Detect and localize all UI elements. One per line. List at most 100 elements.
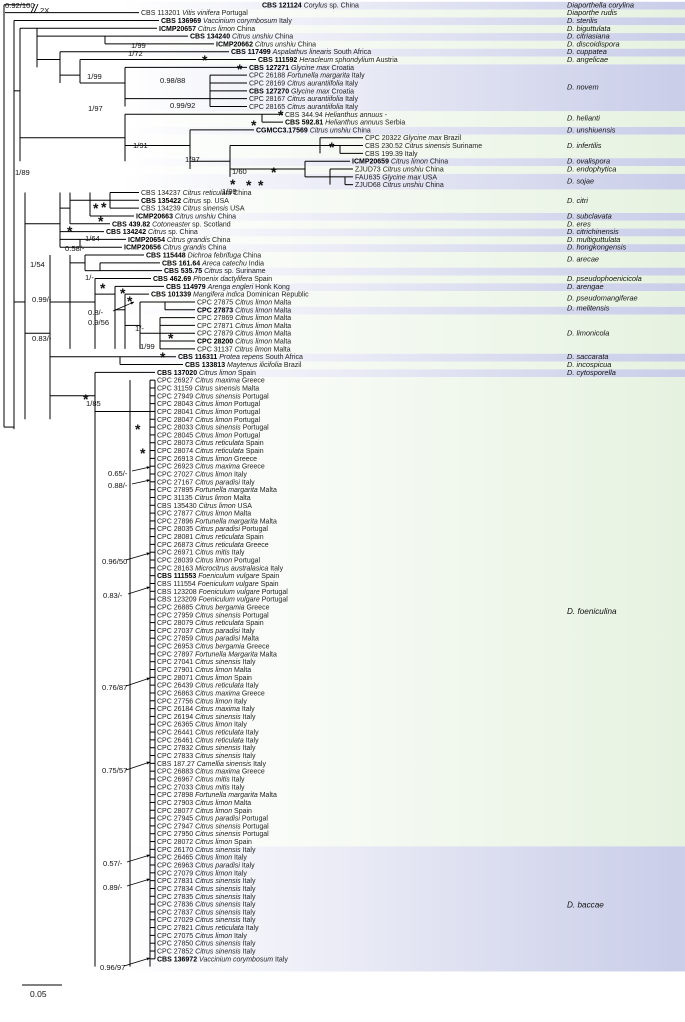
taxon-label: CPC 26461 Citrus reticulata Italy: [157, 737, 259, 744]
clade-name: D. endophytica: [567, 165, 616, 174]
taxon-label: CPC 28163 Microcitrus australasica Italy: [157, 565, 284, 572]
taxon-label: CPC 28035 Citrus paradisi Portugal: [157, 526, 268, 533]
taxon-label: CPC 27831 Citrus sinensis Italy: [157, 878, 256, 885]
taxon-label: CPC 27837 Citrus sinensis Italy: [157, 909, 256, 916]
taxon-label: CBS 134239 Citrus sinensis USA: [141, 206, 245, 213]
taxon-label: CPC 26184 Citrus maxima Italy: [157, 706, 255, 713]
clade-name: D. cuppatea: [567, 47, 607, 56]
taxon-label: CPC 27832 Citrus sinensis Italy: [157, 745, 256, 752]
taxon-label: CBS 230.52 Citrus sinensis Suriname: [365, 143, 482, 150]
taxon-label: CPC 28043 Citrus limon Portugal: [157, 401, 261, 408]
taxon-label: CPC 27875 Citrus limon Malta: [197, 299, 291, 306]
taxon-label: CPC 27833 Citrus sinensis Italy: [157, 753, 256, 760]
clade-name: D. infertilis: [567, 141, 602, 150]
taxon-label: ICMP20663 Citrus unshiu China: [136, 213, 236, 220]
taxon-label: CPC 27852 Citrus sinensis Italy: [157, 949, 256, 956]
clade-band: [120, 306, 685, 315]
clade-name: D. incospicua: [567, 360, 611, 369]
taxon-label: CBS 592.81 Helianthus annuus Serbia: [285, 120, 405, 127]
support-pointer: [123, 957, 151, 967]
support-value: 1/85: [86, 399, 101, 408]
support-pointer-head: [146, 552, 150, 556]
clade-name: D. angelicae: [567, 55, 608, 64]
clade-name: D. citriasiana: [567, 32, 610, 41]
taxon-label: CPC 26465 Citrus limon Italy: [157, 855, 247, 862]
taxon-label: CPC 27756 Citrus limon Italy: [157, 698, 247, 705]
clade-band: [120, 134, 685, 159]
taxon-label: CPC 27901 Citrus limon Malta: [157, 667, 251, 674]
support-pointer-head: [146, 677, 150, 681]
taxon-label: CBS 136972 Vaccinium corymbosum Italy: [157, 956, 288, 963]
full-support-asterisk: *: [100, 280, 106, 296]
clade-name: D. eres: [567, 219, 591, 228]
taxon-label: CPC 27945 Citrus paradisi Portugal: [157, 816, 268, 823]
taxon-label: CBS 187.27 Camellia sinensis Italy: [157, 761, 266, 768]
clade-band: [120, 291, 685, 307]
support-value: 0.83/-: [32, 334, 52, 343]
full-support-asterisk: *: [271, 164, 277, 180]
full-support-asterisk: *: [202, 52, 208, 68]
taxon-label: CPC 27879 Citrus limon Malta: [197, 331, 291, 338]
taxon-label: CBS 535.75 Citrus sp. Suriname: [164, 268, 266, 275]
taxon-label: CPC 28033 Citrus sinensis Portugal: [157, 425, 269, 432]
taxon-label: CPC 27898 Fortunella margarita Malta: [157, 792, 277, 799]
taxon-label: CPC 28045 Citrus limon Portugal: [157, 432, 261, 439]
support-value: 0.89/-: [103, 883, 123, 892]
support-value: 1/-: [135, 324, 144, 333]
taxon-label: CBS 136969 Vaccinium corymbosum Italy: [161, 18, 292, 25]
clade-band: [120, 353, 685, 362]
support-value: 1/89: [15, 168, 30, 177]
taxon-label: CPC 27959 Citrus sinensis Portugal: [157, 612, 269, 619]
taxon-label: CPC 27850 Citrus sinensis Italy: [157, 941, 256, 948]
clade-name: D. ovalispora: [567, 157, 610, 166]
support-value: 1/97: [88, 104, 103, 113]
taxon-label: CBS 115448 Dichroa febrifuga China: [146, 253, 261, 260]
taxon-label: CPC 31137 Citrus limon Malta: [197, 346, 291, 353]
clade-name: D. discoidispora: [567, 39, 620, 48]
clade-band: [120, 48, 685, 57]
taxon-label: CPC 26863 Citrus maxima Greece: [157, 690, 265, 697]
taxon-label: CBS 117499 Aspalathus linearis South Afr…: [231, 49, 371, 56]
full-support-asterisk: *: [237, 61, 243, 77]
full-support-asterisk: *: [98, 213, 104, 229]
clade-name: D. foeniculina: [567, 607, 617, 616]
clade-name: D. subclavata: [567, 211, 612, 220]
support-value: 0.65/-: [108, 469, 128, 478]
support-value: 0.58/-: [65, 244, 85, 253]
scale-bar: 0.05: [22, 984, 62, 999]
taxon-label: CBS 161.64 Areca catechu India: [162, 260, 264, 267]
clade-band: [120, 236, 685, 245]
support-value: 0.99/-: [32, 295, 52, 304]
support-value: 0.98/88: [160, 76, 185, 85]
taxon-label: CPC 27075 Citrus limon Italy: [157, 933, 247, 940]
taxon-label: CPC 27895 Fortunella margarita Malta: [157, 487, 277, 494]
clade-band: [120, 252, 685, 268]
clade-band: [120, 212, 685, 221]
full-support-asterisk: *: [101, 199, 107, 215]
branch-break-label: 2X: [40, 6, 49, 15]
scale-bar-label: 0.05: [30, 989, 47, 999]
taxon-label: CPC 26365 Citrus limon Italy: [157, 722, 247, 729]
support-pointer-head: [146, 957, 150, 961]
branch-break-icon: 2X: [30, 3, 49, 15]
support-pointer: [125, 677, 151, 687]
taxon-label: CPC 26441 Citrus reticulata Italy: [157, 730, 259, 737]
clade-name: D. citrichinensis: [567, 227, 619, 236]
clade-band: [120, 56, 685, 65]
taxon-label: CPC 27027 Citrus limon Italy: [157, 472, 247, 479]
full-support-asterisk: *: [135, 421, 141, 437]
taxon-label: ICMP20657 Citrus limon China: [159, 26, 255, 33]
taxon-label: CBS 135422 Citrus sp. USA: [141, 198, 229, 205]
taxon-label: CPC 27834 Citrus sinensis Italy: [157, 886, 256, 893]
clade-name: D. helianti: [567, 114, 600, 123]
taxon-label: CBS 116311 Protea repens South Africa: [178, 354, 303, 361]
support-value: 1/60: [232, 167, 247, 176]
clade-name: D. novem: [567, 82, 599, 91]
support-value: 0.96/50: [102, 557, 127, 566]
full-support-asterisk: *: [329, 139, 335, 155]
taxon-label: CBS 137020 Citrus limon Spain: [157, 370, 256, 377]
